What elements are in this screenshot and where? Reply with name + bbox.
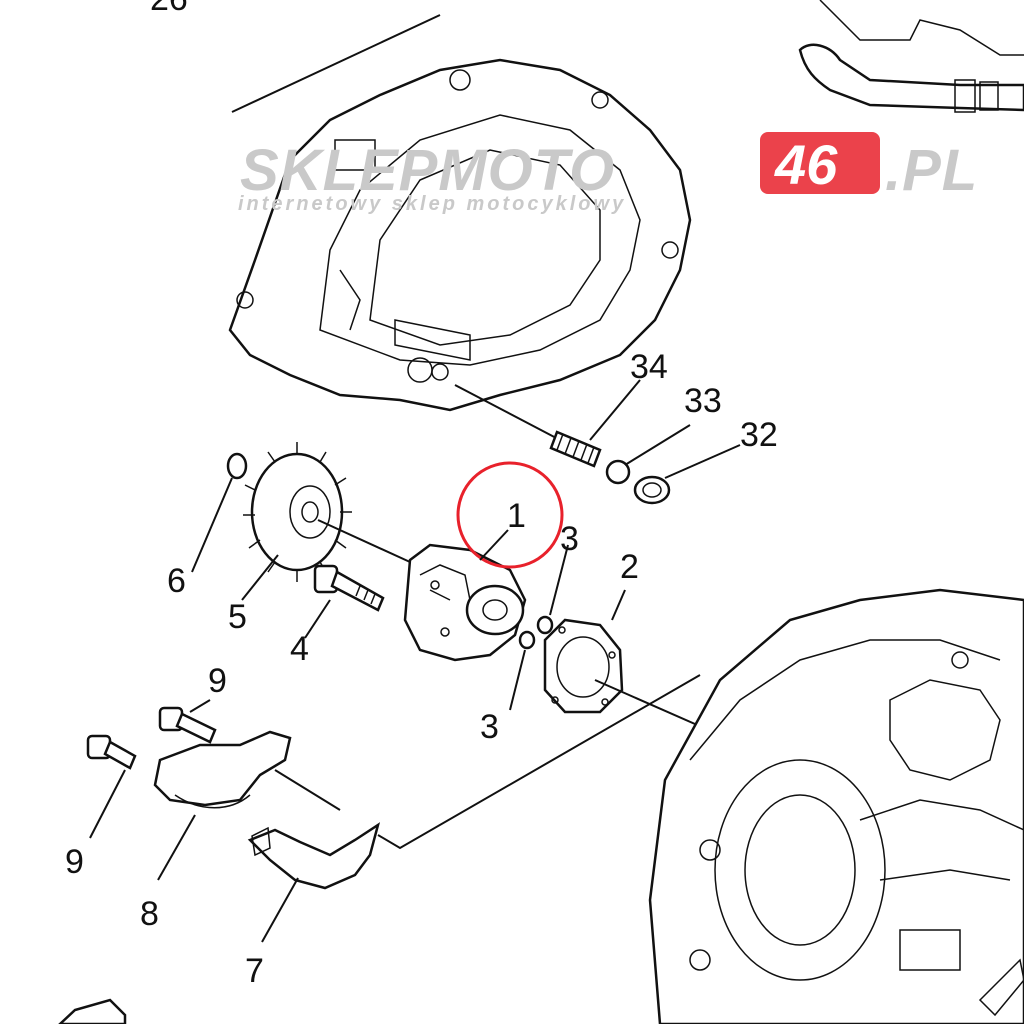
bolt	[313, 564, 385, 612]
leader-26	[231, 14, 441, 113]
callout-5: 5	[228, 598, 247, 636]
watermark-badge	[760, 132, 880, 194]
spring	[549, 430, 602, 468]
callout-3-upper: 3	[560, 520, 579, 558]
watermark-brand-right: .PL	[885, 138, 978, 203]
ball	[605, 459, 631, 485]
hose	[798, 0, 1024, 113]
watermark-tagline: internetowy sklep motocyklowy	[238, 193, 626, 215]
watermark-brand-left: SKLEPMOTO	[240, 138, 615, 203]
callout-4: 4	[290, 630, 309, 668]
callout-9-lower: 9	[65, 843, 84, 881]
bracket-lower	[247, 822, 381, 890]
bolt-lower	[86, 734, 137, 770]
watermark-brand-number: 46	[774, 133, 838, 196]
bracket-upper	[153, 730, 292, 809]
o-ring-lower	[518, 630, 536, 650]
callout-34: 34	[630, 348, 668, 386]
washer	[226, 452, 248, 480]
oil-pump	[403, 543, 527, 662]
highlight-circle	[456, 461, 564, 569]
callout-26: 26	[150, 0, 188, 18]
callout-8: 8	[140, 895, 159, 933]
gasket	[543, 618, 624, 714]
callout-3-lower: 3	[480, 708, 499, 746]
callout-6: 6	[167, 562, 186, 600]
bottom-fragment	[58, 998, 127, 1024]
callout-2: 2	[620, 548, 639, 586]
gear	[243, 442, 352, 582]
o-ring-upper	[536, 615, 554, 635]
callout-1: 1	[507, 497, 526, 535]
crankcase	[648, 588, 1024, 1024]
crankcase-cover	[228, 58, 692, 412]
callout-7: 7	[245, 952, 264, 990]
bolt-upper	[158, 706, 217, 744]
callout-33: 33	[684, 382, 722, 420]
callout-9-upper: 9	[208, 662, 227, 700]
callout-32: 32	[740, 416, 778, 454]
watermark-logo: SKLEPMOTO 46 .PL internetowy sklep motoc…	[238, 132, 978, 215]
plug	[633, 475, 671, 505]
